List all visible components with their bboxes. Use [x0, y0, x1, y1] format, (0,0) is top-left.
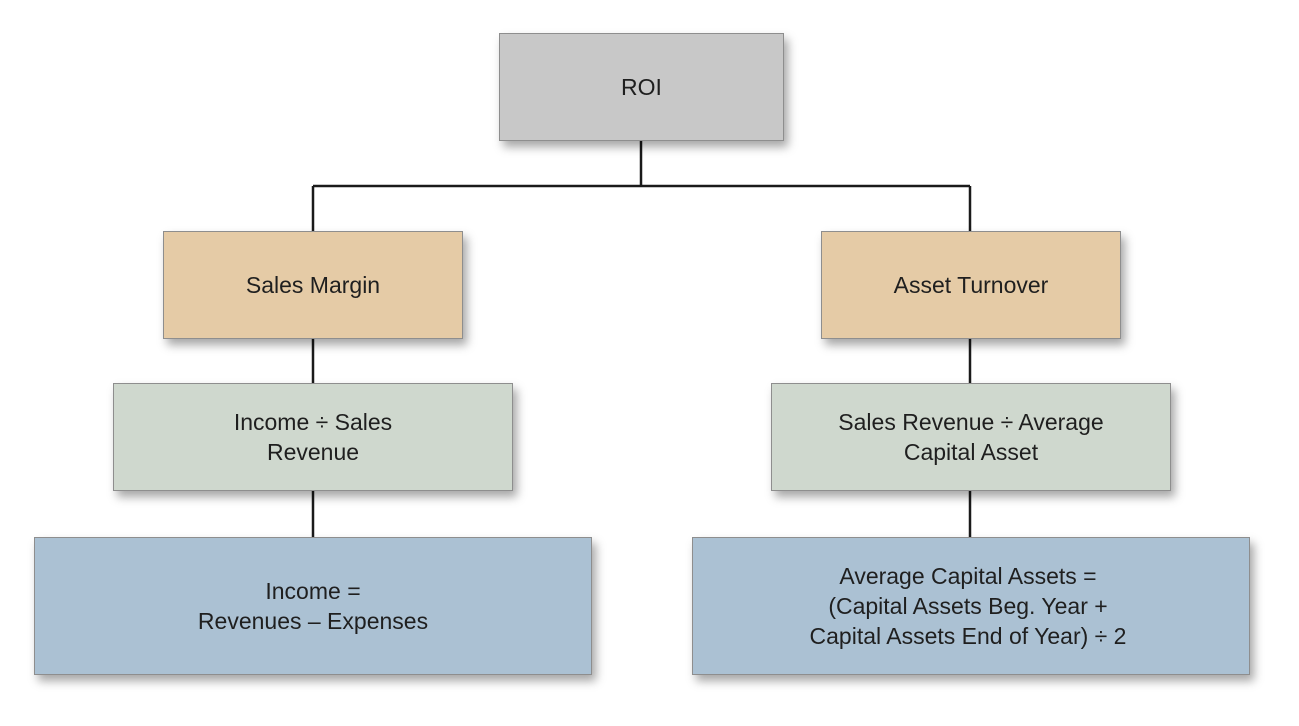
average-capital-assets-box: Average Capital Assets = (Capital Assets… [692, 537, 1250, 675]
sales-margin-box: Sales Margin [163, 231, 463, 339]
sales-margin-formula-box: Income ÷ Sales Revenue [113, 383, 513, 491]
asset-turnover-box: Asset Turnover [821, 231, 1121, 339]
sales-margin-label: Sales Margin [245, 272, 381, 298]
roi-box: ROI [499, 33, 784, 141]
income-detail-box: Income = Revenues – Expenses [34, 537, 592, 675]
asset-turnover-formula-box: Sales Revenue ÷ Average Capital Asset [771, 383, 1171, 491]
sales-margin-formula: Income ÷ Sales Revenue [233, 409, 393, 465]
roi-label: ROI [621, 74, 662, 100]
connector-roi-to-branches [311, 141, 972, 231]
income-detail: Income = Revenues – Expenses [197, 578, 429, 634]
average-capital-assets-detail: Average Capital Assets = (Capital Assets… [809, 563, 1127, 649]
asset-turnover-label: Asset Turnover [893, 272, 1049, 298]
asset-turnover-formula: Sales Revenue ÷ Average Capital Asset [838, 409, 1104, 465]
